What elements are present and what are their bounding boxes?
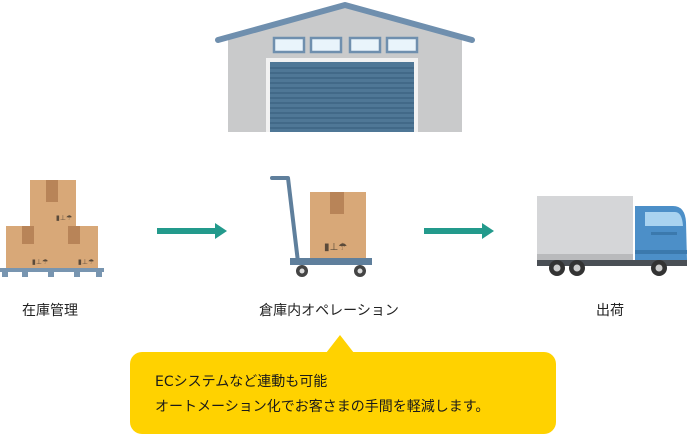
hand-truck-icon: ▮⊥☂ bbox=[268, 170, 378, 280]
callout-tail bbox=[326, 335, 354, 353]
svg-text:▮⊥☂: ▮⊥☂ bbox=[78, 258, 94, 266]
arrow-right-icon bbox=[424, 223, 494, 239]
warehouse-icon bbox=[210, 0, 480, 135]
callout-box: ECシステムなど連動も可能 オートメーション化でお客さまの手間を軽減します。 bbox=[130, 352, 556, 434]
svg-text:▮⊥☂: ▮⊥☂ bbox=[324, 242, 347, 253]
stacked-boxes-on-pallet-icon: ▮⊥☂ ▮⊥☂ ▮⊥☂ bbox=[0, 176, 110, 278]
step-label-inventory: 在庫管理 bbox=[22, 303, 78, 319]
arrow-right-icon bbox=[157, 223, 227, 239]
svg-text:▮⊥☂: ▮⊥☂ bbox=[56, 214, 72, 222]
step-label-warehouse-operation: 倉庫内オペレーション bbox=[259, 303, 399, 319]
svg-text:▮⊥☂: ▮⊥☂ bbox=[32, 258, 48, 266]
callout-line-1: ECシステムなど連動も可能 bbox=[155, 374, 328, 390]
delivery-truck-icon bbox=[535, 192, 688, 278]
callout-line-2: オートメーション化でお客さまの手間を軽減します。 bbox=[155, 399, 490, 415]
step-label-shipping: 出荷 bbox=[596, 303, 624, 319]
